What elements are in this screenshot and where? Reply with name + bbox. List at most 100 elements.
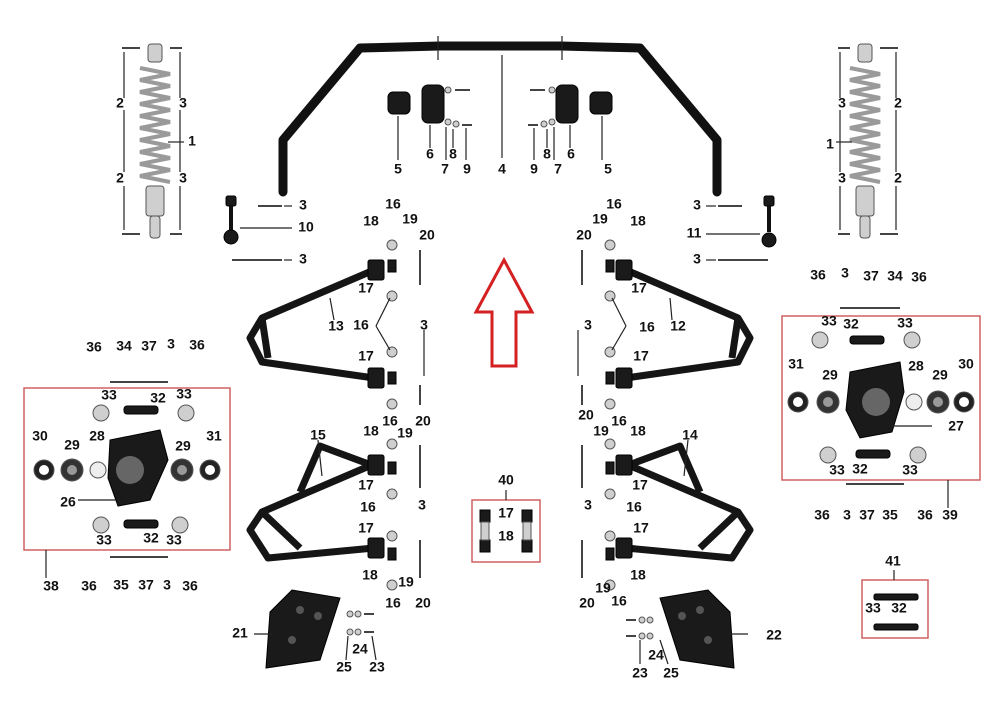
label-20: 20 (576, 227, 592, 243)
label-2: 2 (894, 95, 902, 111)
label-33: 33 (96, 532, 112, 548)
label-21: 21 (232, 625, 248, 641)
label-2: 2 (116, 95, 124, 111)
label-31: 31 (788, 356, 804, 372)
label-36: 36 (810, 267, 826, 283)
label-16: 16 (360, 499, 376, 515)
label-28: 28 (908, 358, 924, 374)
kit-box-left-knuckle (23, 387, 231, 551)
label-17: 17 (633, 520, 649, 536)
label-19: 19 (595, 580, 611, 596)
label-2: 2 (894, 170, 902, 186)
label-18: 18 (363, 213, 379, 229)
label-33: 33 (902, 462, 918, 478)
label-9: 9 (530, 161, 538, 177)
label-18: 18 (363, 423, 379, 439)
stabilizer-link-right (718, 195, 777, 261)
upper-a-arm-right (615, 259, 754, 389)
label-17: 17 (358, 348, 374, 364)
label-16: 16 (353, 317, 369, 333)
label-13: 13 (328, 318, 344, 334)
label-33: 33 (166, 532, 182, 548)
label-29: 29 (175, 438, 191, 454)
label-18: 18 (630, 567, 646, 583)
label-31: 31 (206, 428, 222, 444)
kit-box-right-knuckle (781, 315, 981, 481)
label-36: 36 (86, 339, 102, 355)
label-29: 29 (932, 367, 948, 383)
label-16: 16 (611, 413, 627, 429)
label-17: 17 (358, 520, 374, 536)
label-32: 32 (852, 461, 868, 477)
label-7: 7 (554, 161, 562, 177)
label-16: 16 (606, 196, 622, 212)
label-3: 3 (179, 95, 187, 111)
label-2: 2 (116, 170, 124, 186)
label-14: 14 (682, 427, 698, 443)
label-3: 3 (167, 336, 175, 352)
label-23: 23 (369, 659, 385, 675)
label-37: 37 (859, 507, 875, 523)
pivot-hardware-right (581, 239, 616, 591)
label-37: 37 (141, 338, 157, 354)
label-36: 36 (917, 507, 933, 523)
bar-bracket-left (421, 84, 445, 124)
label-23: 23 (632, 665, 648, 681)
label-38: 38 (43, 578, 59, 594)
label-30: 30 (958, 356, 974, 372)
label-1: 1 (826, 136, 834, 152)
label-20: 20 (415, 413, 431, 429)
label-16: 16 (385, 595, 401, 611)
stabilizer-link-left (223, 195, 282, 261)
label-28: 28 (89, 428, 105, 444)
label-17: 17 (631, 280, 647, 296)
washer-left-7 (444, 118, 452, 126)
steering-knuckle-right (787, 307, 975, 485)
label-17: 17 (358, 477, 374, 493)
label-6: 6 (426, 146, 434, 162)
label-19: 19 (592, 211, 608, 227)
label-5: 5 (394, 161, 402, 177)
label-3: 3 (584, 317, 592, 333)
label-10: 10 (298, 219, 314, 235)
pivot-hardware-left (386, 239, 421, 591)
label-20: 20 (578, 407, 594, 423)
label-15: 15 (310, 427, 326, 443)
label-3: 3 (584, 497, 592, 513)
shock-absorber-right (838, 43, 898, 239)
label-41: 41 (885, 553, 901, 569)
label-27: 27 (948, 418, 964, 434)
label-17: 17 (632, 477, 648, 493)
label-32: 32 (150, 390, 166, 406)
label-34: 34 (116, 338, 132, 354)
label-11: 11 (687, 225, 702, 241)
label-17: 17 (633, 348, 649, 364)
label-32: 32 (143, 530, 159, 546)
label-36: 36 (189, 337, 205, 353)
label-36: 36 (182, 578, 198, 594)
bar-bushing-right (589, 91, 613, 115)
label-6: 6 (567, 146, 575, 162)
label-1: 1 (188, 133, 196, 149)
label-9: 9 (463, 161, 471, 177)
label-7: 7 (441, 161, 449, 177)
label-33: 33 (101, 387, 117, 403)
label-24: 24 (352, 641, 368, 657)
label-35: 35 (113, 577, 129, 593)
label-18: 18 (630, 213, 646, 229)
label-3: 3 (841, 265, 849, 281)
washer-left-8 (452, 120, 460, 128)
label-36: 36 (911, 269, 927, 285)
bar-bushing-left (387, 91, 411, 115)
label-34: 34 (887, 268, 903, 284)
label-3: 3 (179, 170, 187, 186)
label-3: 3 (163, 577, 171, 593)
label-32: 32 (843, 316, 859, 332)
upper-a-arm-left (246, 259, 385, 389)
label-33: 33 (176, 386, 192, 402)
label-18: 18 (498, 528, 514, 544)
label-36: 36 (814, 507, 830, 523)
label-3: 3 (843, 507, 851, 523)
washer-right-8 (540, 120, 548, 128)
